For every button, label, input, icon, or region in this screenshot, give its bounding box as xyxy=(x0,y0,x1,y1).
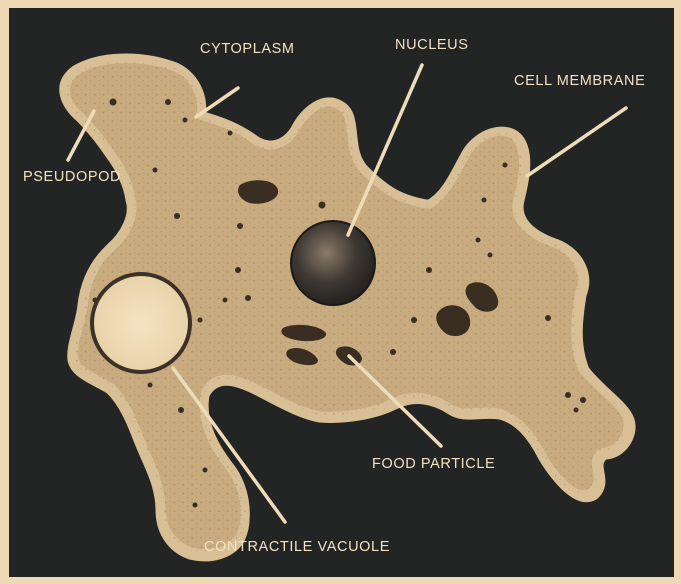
contractile-vacuole-shape xyxy=(90,272,192,374)
cytoplasm-label: CYTOPLASM xyxy=(200,41,295,57)
contractile-vacuole-label: CONTRACTILE VACUOLE xyxy=(204,539,390,555)
pseudopod-label: PSEUDOPOD xyxy=(23,169,121,185)
nucleus-shape xyxy=(291,221,375,305)
nucleus-label: NUCLEUS xyxy=(395,37,469,53)
cell-membrane-label: CELL MEMBRANE xyxy=(514,73,645,89)
food-particle-label: FOOD PARTICLE xyxy=(372,456,495,472)
